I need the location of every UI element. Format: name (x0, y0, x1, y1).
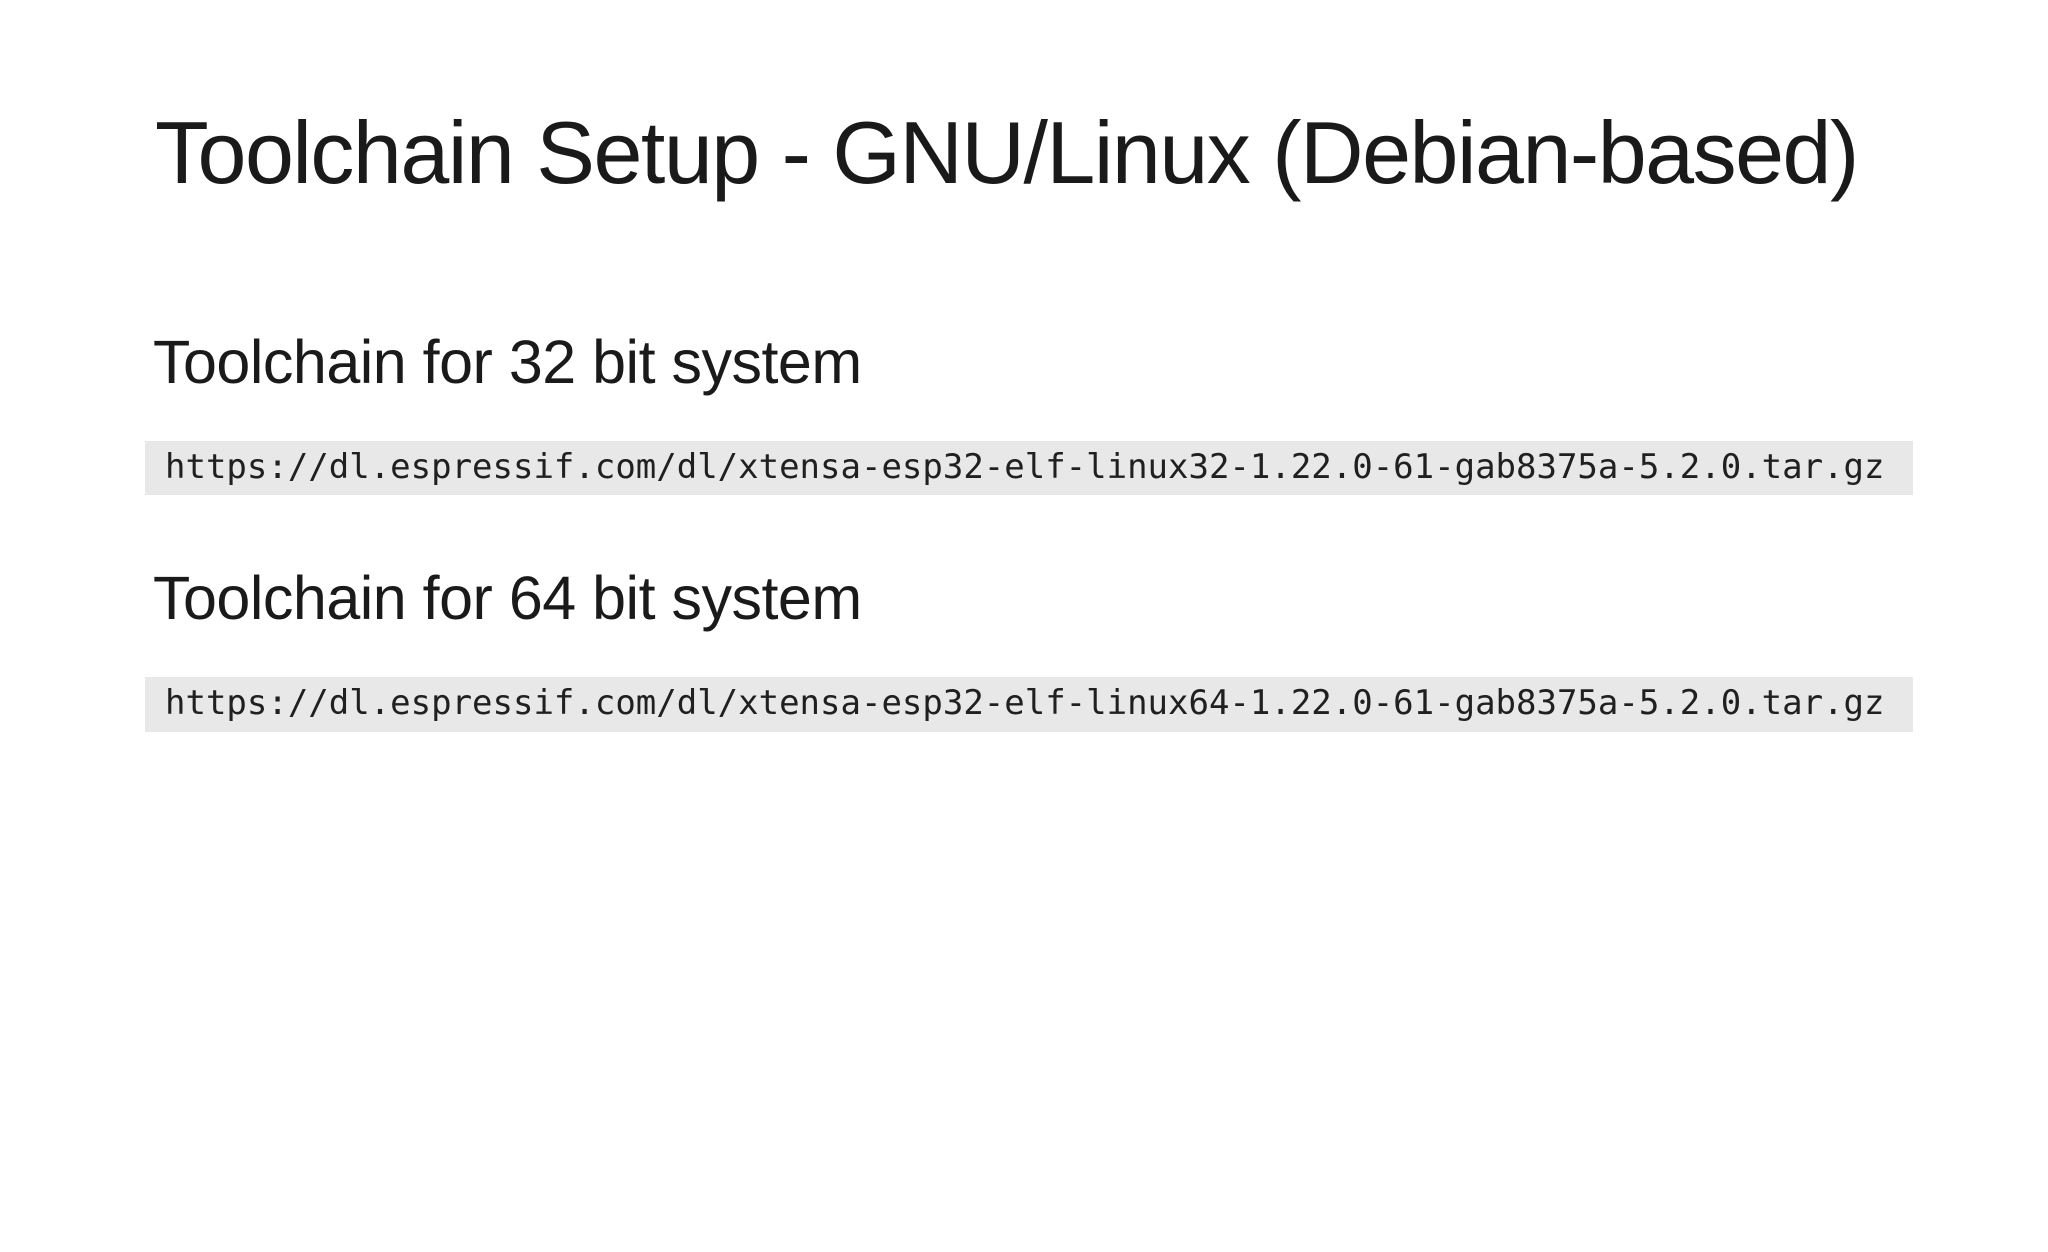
section-heading-32bit: Toolchain for 32 bit system (153, 327, 862, 396)
section-heading-64bit: Toolchain for 64 bit system (153, 564, 862, 633)
doc-content: Toolchain Setup - GNU/Linux (Debian-base… (145, 100, 1913, 732)
page: { "page": { "title": "Toolchain Setup - … (0, 100, 2048, 1252)
code-block-64bit-url: https://dl.espressif.com/dl/xtensa-esp32… (145, 677, 1913, 732)
code-block-32bit-url: https://dl.espressif.com/dl/xtensa-esp32… (145, 440, 1913, 496)
page-title: Toolchain Setup - GNU/Linux (Debian-base… (155, 103, 1859, 202)
